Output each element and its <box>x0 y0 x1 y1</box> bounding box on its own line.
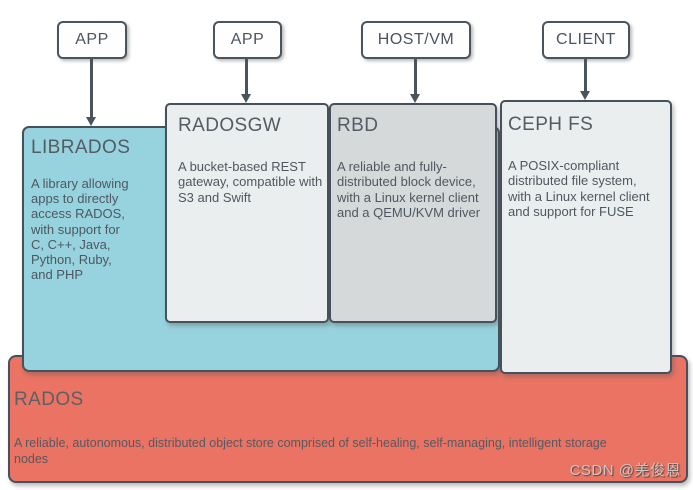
rados-description: A reliable, autonomous, distributed obje… <box>14 436 607 466</box>
arrow-down-icon <box>86 117 96 126</box>
radosgw-description: A bucket-based REST gateway, compatible … <box>178 159 323 205</box>
cephfs-box: CEPH FS A POSIX-compliant distributed fi… <box>500 100 672 374</box>
cephfs-description: A POSIX-compliant distributed file syste… <box>508 158 650 220</box>
hostvm-box: HOST/VM <box>361 21 471 59</box>
arrow-line <box>584 59 587 91</box>
radosgw-title: RADOSGW <box>178 115 282 136</box>
app-box-2-label: APP <box>230 31 265 48</box>
rbd-title: RBD <box>337 115 379 136</box>
arrow-app2-to-radosgw <box>241 59 252 103</box>
rbd-box: RBD A reliable and fully- distributed bl… <box>329 103 497 323</box>
librados-title: LIBRADOS <box>31 137 131 158</box>
radosgw-box: RADOSGW A bucket-based REST gateway, com… <box>165 103 329 323</box>
csdn-watermark: CSDN @羌俊恩 <box>569 462 681 479</box>
app-box-1-label: APP <box>75 31 109 48</box>
arrow-down-icon <box>241 94 251 103</box>
arrow-app1-to-librados <box>86 59 97 126</box>
rados-box: RADOS A reliable, autonomous, distribute… <box>8 355 688 483</box>
arrow-line <box>90 59 93 117</box>
arrow-line <box>245 59 248 94</box>
arrow-client-to-cephfs <box>580 59 591 100</box>
app-box-1: APP <box>57 21 127 59</box>
cephfs-title: CEPH FS <box>508 114 594 135</box>
librados-description: A library allowing apps to directly acce… <box>31 176 129 283</box>
client-box: CLIENT <box>542 21 630 59</box>
arrow-hostvm-to-rbd <box>410 59 421 103</box>
hostvm-box-label: HOST/VM <box>377 31 455 48</box>
app-box-2: APP <box>213 21 282 59</box>
client-box-label: CLIENT <box>556 31 616 48</box>
arrow-down-icon <box>580 91 590 100</box>
rados-title: RADOS <box>14 389 84 410</box>
arrow-down-icon <box>410 94 420 103</box>
rbd-description: A reliable and fully- distributed block … <box>337 159 481 221</box>
arrow-line <box>414 59 417 94</box>
